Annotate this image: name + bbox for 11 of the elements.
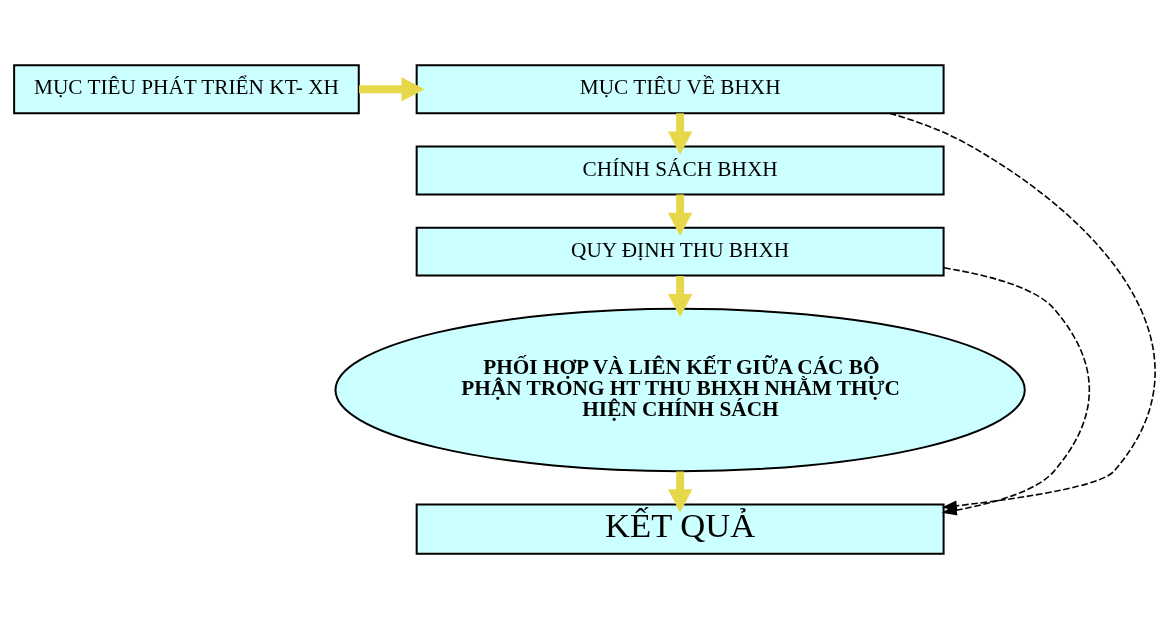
node-box: CHÍNH SÁCH BHXH <box>415 145 945 196</box>
node-ellipse: PHỐI HỢP VÀ LIÊN KẾT GIỮA CÁC BỘ PHẬN TRONG HT THU BHXH NHẰM THỰC HIỆN CHÍNH SÁCH <box>334 307 1026 473</box>
node-box: MỤC TIÊU PHÁT TRIỂN KT- XH <box>13 64 360 115</box>
arrow <box>667 275 693 318</box>
arrow <box>359 77 425 102</box>
arrow <box>667 194 693 236</box>
node-box: QUY ĐỊNH THU BHXH <box>415 226 945 277</box>
node-box: KẾT QUẢ <box>415 503 945 555</box>
arrow <box>667 471 693 513</box>
node-box: MỤC TIÊU VỀ BHXH <box>415 64 945 115</box>
arrow <box>667 113 693 155</box>
